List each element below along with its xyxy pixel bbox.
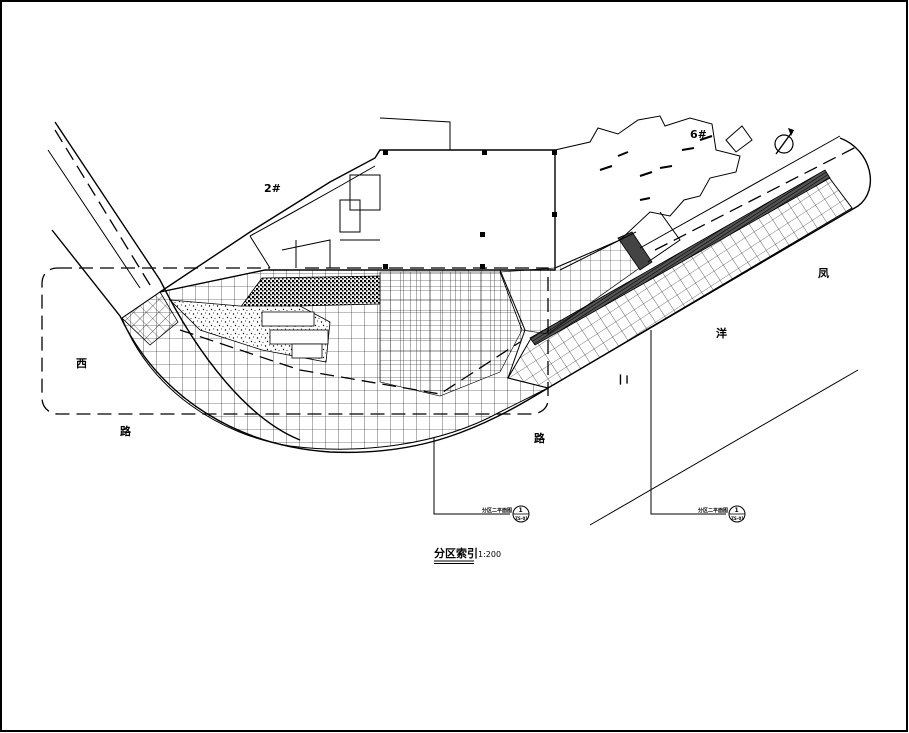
- building-6-dashes: [599, 135, 713, 201]
- drawing-title: 分区索引: [434, 546, 478, 560]
- planting-dense: [239, 275, 381, 309]
- building-2-label: 2#: [264, 182, 281, 195]
- west-road-edge: [54, 121, 301, 441]
- east-strip-paving: [507, 171, 853, 389]
- column-7: [383, 264, 388, 269]
- east-road-far: [589, 369, 859, 526]
- east-planter-dark: [529, 169, 831, 346]
- building-6-annex: [725, 125, 753, 153]
- building-6-label: 6#: [690, 128, 707, 141]
- building-2-outline: [159, 149, 556, 293]
- building-6-outline: [554, 115, 741, 269]
- column-3: [552, 150, 557, 155]
- callout-number-1: 1: [519, 507, 523, 514]
- drawing-title-underline: [434, 560, 474, 564]
- west-road-edge-2: [47, 149, 141, 289]
- drawing-scale: 1:200: [478, 550, 501, 559]
- callout-sheet-1: ZS-01: [515, 516, 528, 521]
- bench-pad-3: [291, 343, 323, 359]
- callout-text-1: 分区二平面图: [482, 507, 512, 514]
- bench-pad-2: [269, 329, 329, 345]
- column-6: [480, 264, 485, 269]
- road-label-er: 二: [617, 374, 630, 385]
- callout-text-2: 分区二平面图: [698, 507, 728, 514]
- road-label-lu-1: 路: [120, 424, 132, 438]
- north-arrow-icon: [774, 128, 794, 155]
- column-4: [480, 232, 485, 237]
- road-label-feng: 凤: [818, 267, 829, 280]
- zone-boundary-dashed: [41, 267, 549, 415]
- callout-zone-1[interactable]: 分区二平面图 1 ZS-01: [433, 438, 530, 523]
- east-road-edge: [547, 137, 872, 389]
- road-label-yang: 洋: [716, 326, 727, 340]
- callout-sheet-2: ZS-01: [731, 516, 744, 521]
- road-label-lu-2: 路: [534, 431, 546, 445]
- callout-zone-2[interactable]: 分区二平面图 1 ZS-01: [650, 330, 746, 523]
- column-5: [552, 212, 557, 217]
- inner-dashed-curve: [179, 329, 521, 395]
- callout-number-2: 1: [735, 507, 739, 514]
- east-road-dashed: [654, 144, 861, 251]
- road-label-xi: 西: [76, 357, 87, 370]
- west-diagonal-paving: [121, 291, 179, 346]
- east-road-inner: [639, 135, 841, 249]
- bench-pad-1: [261, 311, 315, 327]
- building-lead-line: [379, 117, 451, 150]
- building-2-inner: [249, 165, 381, 269]
- column-1: [383, 150, 388, 155]
- column-2: [482, 150, 487, 155]
- plaza-curb-curve: [51, 229, 549, 454]
- building-6-inner-walls: [559, 211, 681, 271]
- west-road-dashed: [54, 129, 151, 286]
- corner-planter-dark: [617, 231, 653, 271]
